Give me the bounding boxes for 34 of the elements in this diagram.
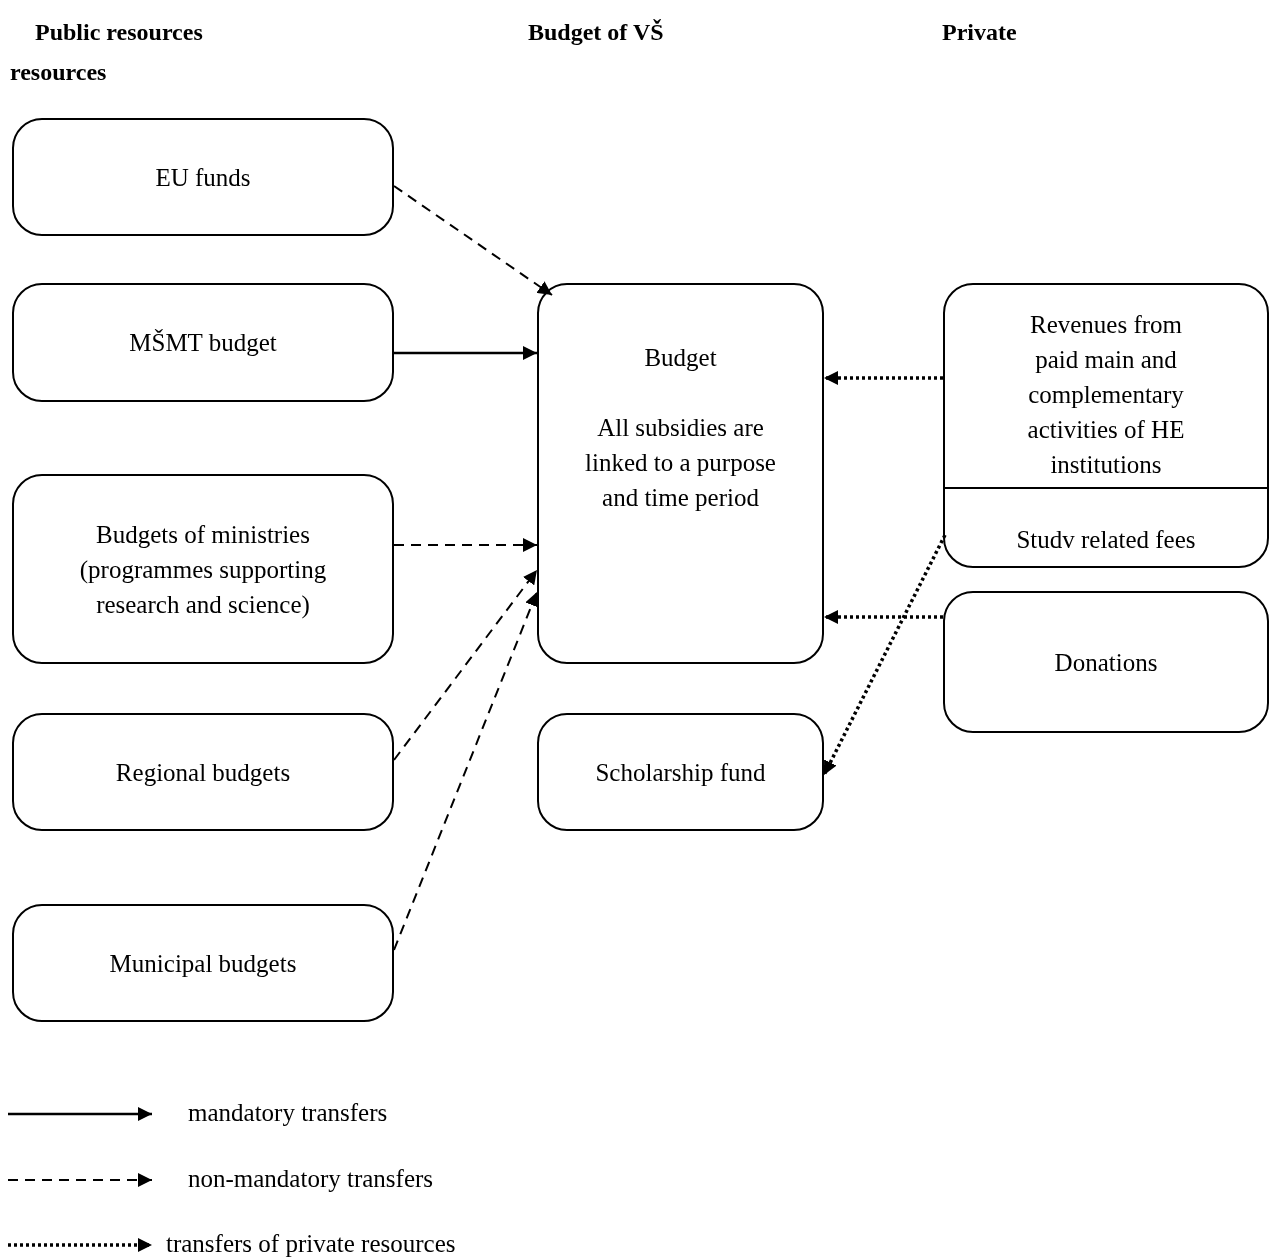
legend-label: transfers of private resources (166, 1229, 456, 1259)
box-text: Budget (643, 343, 718, 373)
box-text: Revenues from paid main and complementary activities of HE institutions (1026, 310, 1186, 480)
box-text: MŠMT budget (128, 328, 278, 358)
rounded-box (12, 713, 394, 831)
legend-label: mandatory transfers (188, 1098, 388, 1128)
box-subtext: Studv related fees (945, 487, 1267, 557)
arrow (824, 371, 943, 385)
rounded-box (12, 118, 394, 236)
rounded-box (943, 591, 1269, 733)
rounded-box (12, 283, 394, 402)
arrow (393, 569, 538, 761)
box-text: Budgets of ministries (programmes supporting research and science) (78, 519, 328, 621)
column-heading: Public resources resources (10, 18, 204, 87)
box-text: Municipal budgets (108, 948, 298, 979)
box-subtext: All subsidies are linked to a purpose and time period (584, 413, 777, 513)
column-heading: Budget of VŠ (528, 18, 665, 47)
arrow (393, 538, 538, 552)
rounded-box (12, 904, 394, 1022)
rounded-box (943, 283, 1269, 568)
rounded-box (537, 283, 824, 664)
arrow (393, 185, 553, 296)
arrow (393, 591, 539, 951)
rounded-box (12, 474, 394, 664)
box-text: Scholarship fund (594, 757, 767, 788)
box-text: Regional budgets (114, 757, 292, 788)
legend-label: non-mandatory transfers (188, 1164, 434, 1194)
rounded-box (537, 713, 824, 831)
arrow (394, 346, 537, 360)
arrow (824, 610, 943, 624)
column-heading: Private (942, 18, 1018, 47)
box-text: EU funds (154, 162, 252, 193)
box-text: Donations (1053, 647, 1159, 678)
arrow (822, 534, 947, 776)
